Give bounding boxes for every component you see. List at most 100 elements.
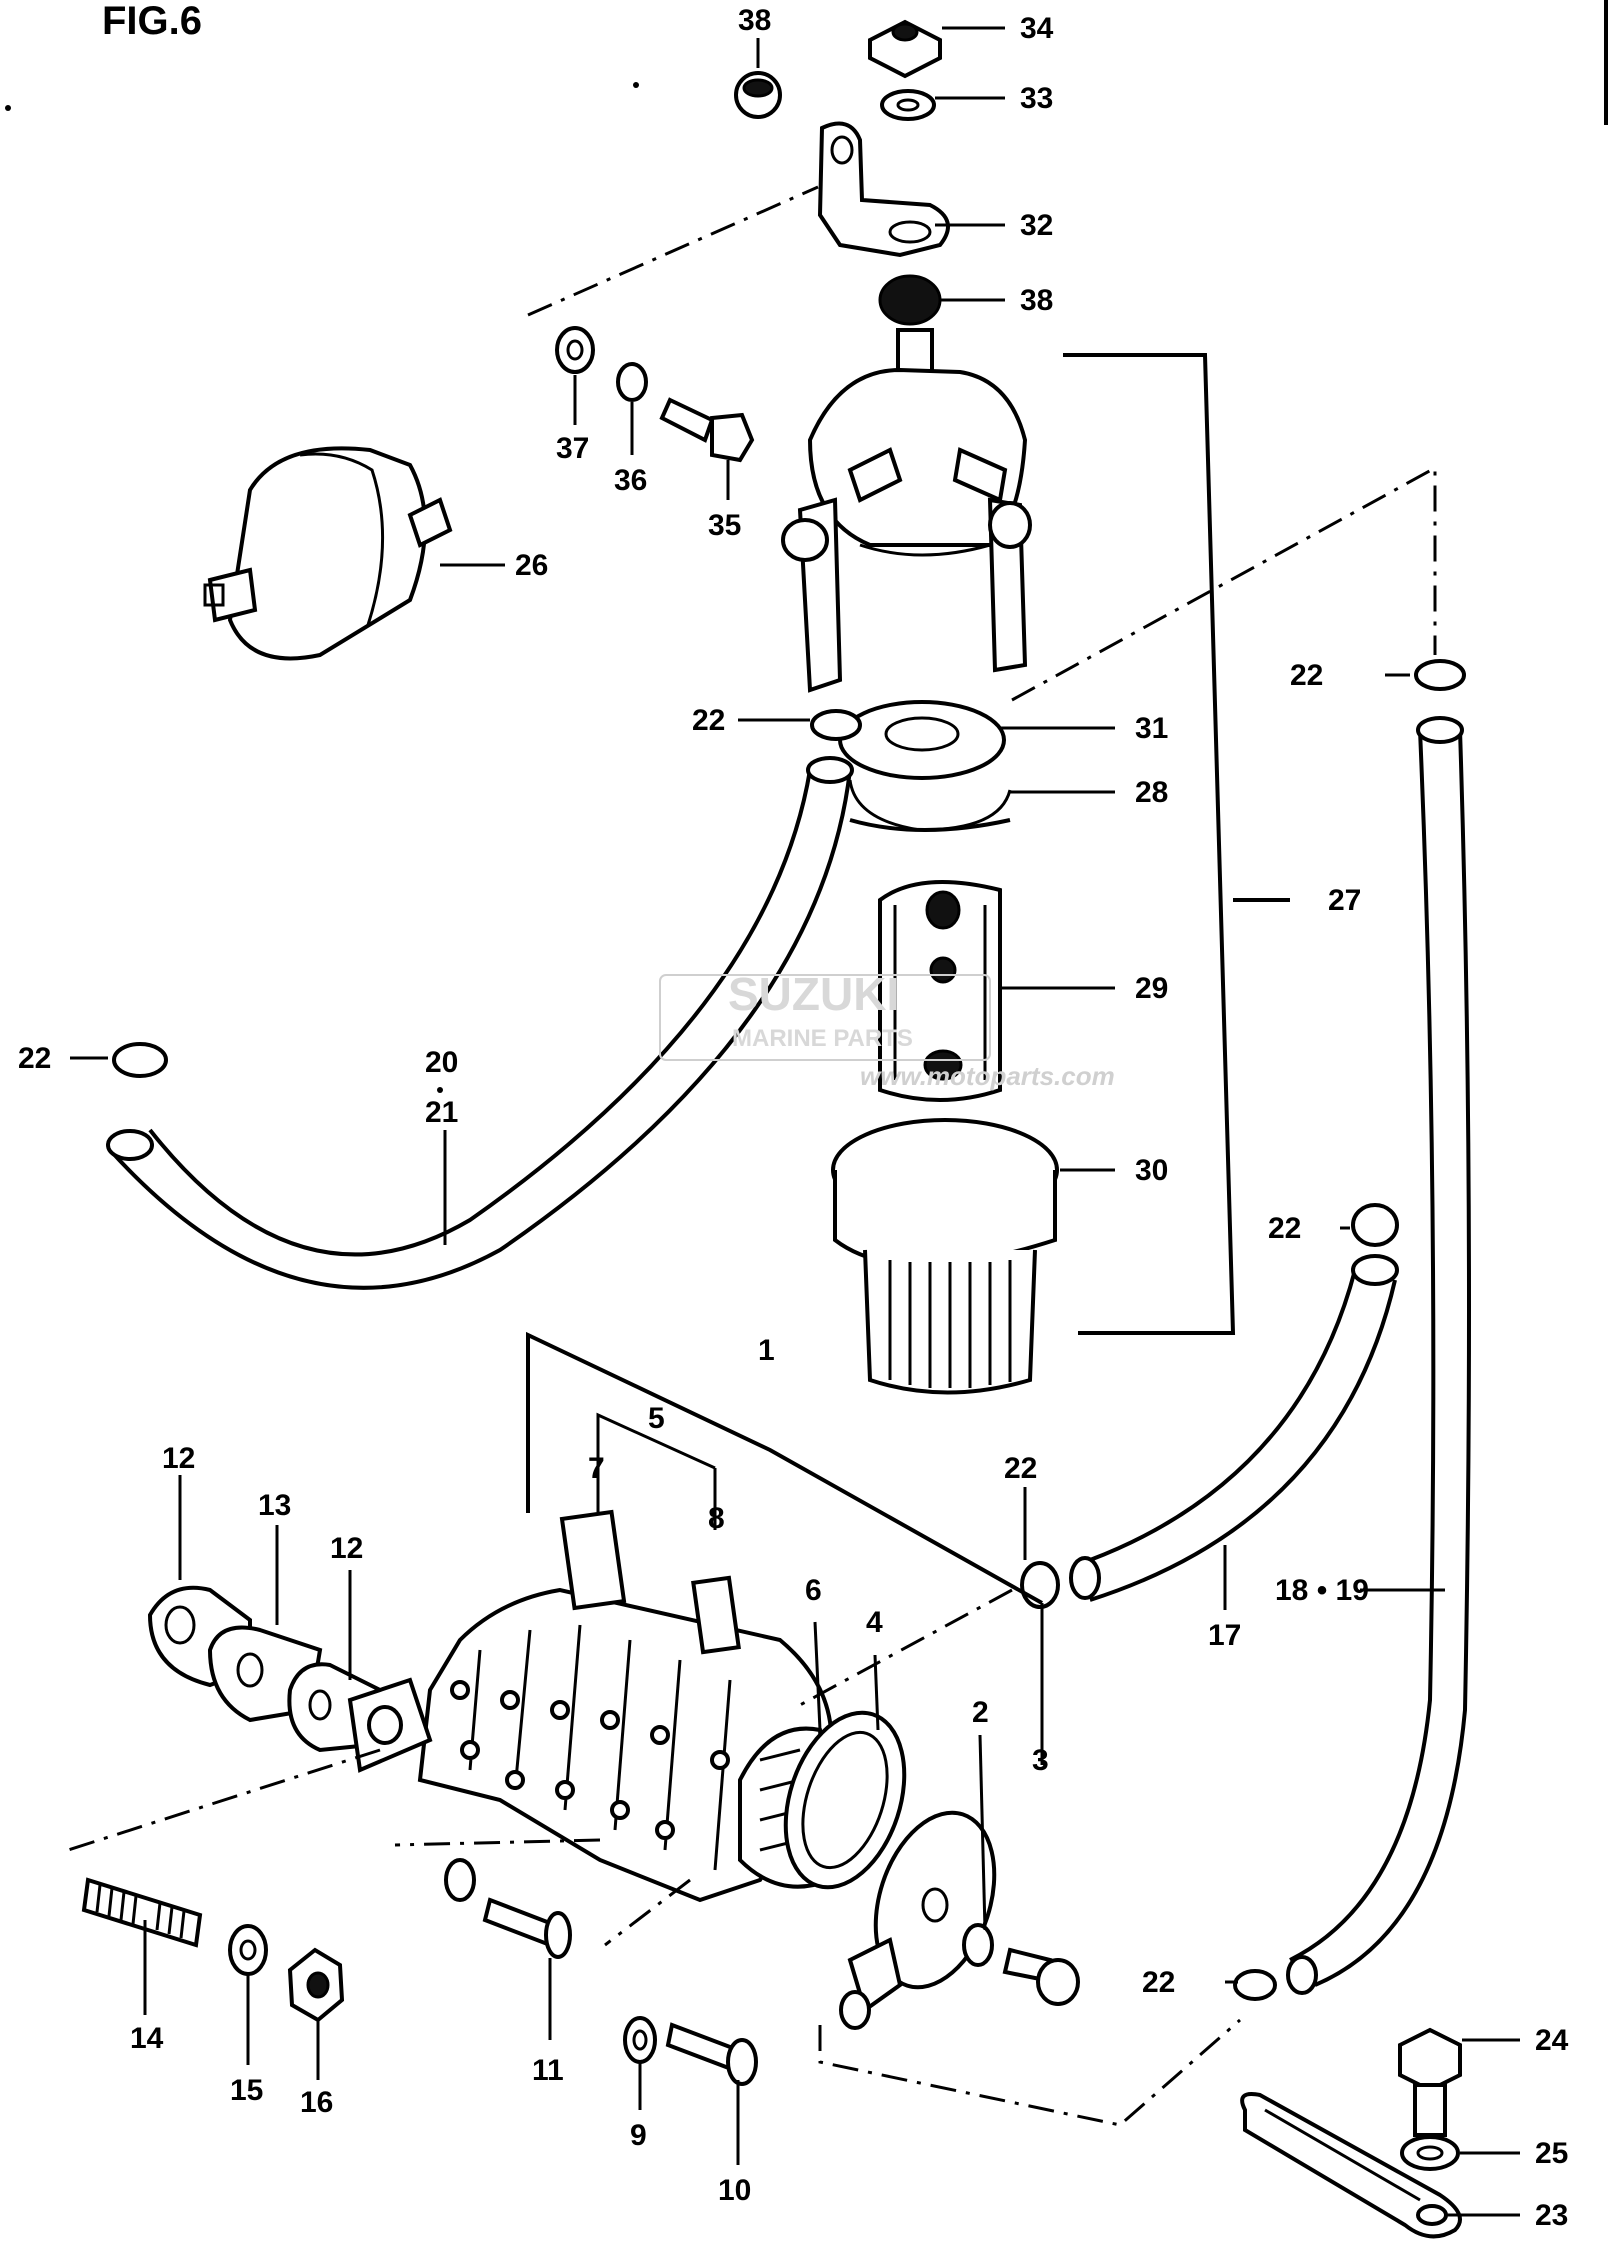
part-38-cap-lower [878, 274, 942, 326]
part-15-washer [228, 1924, 268, 1976]
part-38-cap-top [734, 71, 782, 119]
label-14: 14 [130, 2022, 164, 2055]
label-25: 25 [1535, 2137, 1568, 2170]
watermark-url: www.motoparts.com [860, 1061, 1115, 1091]
dash-pump-clamp [799, 1588, 1013, 1707]
label-34: 34 [1020, 12, 1054, 45]
part-28-o-ring [848, 779, 1012, 832]
part-36-lock-washer [616, 362, 648, 402]
part-24-bolt [1398, 2027, 1462, 2137]
part-35-bolt [659, 397, 755, 463]
part-2-washer [962, 1923, 994, 1967]
label-38-lower: 38 [1020, 284, 1053, 317]
label-24: 24 [1535, 2024, 1569, 2057]
label-17: 17 [1208, 1619, 1241, 1652]
label-38-top: 38 [738, 4, 771, 37]
part-34-nut [868, 19, 942, 79]
part-9-washer [623, 2016, 657, 2064]
label-22-f: 22 [1142, 1966, 1175, 1999]
stray-dot [5, 105, 11, 111]
label-21: 21 [425, 1096, 458, 1129]
label-27: 27 [1328, 884, 1361, 917]
part-30-filter-bowl [831, 1118, 1059, 1395]
part-16-nut [287, 1947, 345, 2023]
bracket-1 [526, 1331, 1043, 1605]
callout-labels: 38 34 33 32 38 37 36 35 26 22 31 28 22 2… [18, 4, 1569, 2232]
label-29: 29 [1135, 972, 1168, 1005]
label-32: 32 [1020, 209, 1053, 242]
label-4: 4 [866, 1606, 883, 1639]
clamp-22-b [1414, 659, 1466, 691]
part-33-lock-washer [880, 89, 936, 121]
leader-lines [70, 26, 1520, 2217]
label-22-a: 22 [692, 704, 725, 737]
label-26: 26 [515, 549, 548, 582]
watermark-sub: MARINE PARTS [732, 1025, 913, 1052]
label-1: 1 [758, 1334, 775, 1367]
dash-pump-screw-11 [394, 1838, 601, 1847]
dash-line-bracket [527, 185, 819, 317]
label-31: 31 [1135, 712, 1168, 745]
label-23: 23 [1535, 2199, 1568, 2232]
hose-18-19 [1286, 716, 1471, 1995]
hose-20-21 [106, 756, 854, 1290]
label-13: 13 [258, 1489, 291, 1522]
part-37-washer [555, 326, 595, 374]
dash-pump-stud [61, 1748, 381, 1854]
part-11-screw-washer [444, 1858, 476, 1902]
clamp-22-c [112, 1042, 168, 1078]
label-10: 10 [718, 2174, 751, 2207]
part-4-gasket [783, 1710, 907, 1890]
label-18-19: 18 • 19 [1275, 1574, 1369, 1607]
fuel-pump-assembly [417, 1509, 834, 1903]
label-22-d: 22 [1268, 1212, 1301, 1245]
figure-title: FIG.6 [102, 0, 202, 43]
dash-pump-strap [818, 2018, 1241, 2127]
bracket-27 [1063, 353, 1236, 1335]
label-22-b: 22 [1290, 659, 1323, 692]
stray-dot [437, 1087, 443, 1093]
watermark-brand: SUZUKI [728, 968, 899, 1020]
part-3-screw [1002, 1947, 1080, 2006]
part-32-bracket [817, 121, 950, 258]
stray-dot [633, 82, 639, 88]
clamp-22-d [1351, 1203, 1399, 1247]
label-7: 7 [588, 1452, 605, 1485]
part-10-screw [665, 2022, 758, 2086]
label-3: 3 [1032, 1744, 1049, 1777]
label-2: 2 [972, 1696, 989, 1729]
label-28: 28 [1135, 776, 1168, 809]
label-11: 11 [532, 2054, 564, 2087]
label-15: 15 [230, 2074, 263, 2107]
label-12-b: 12 [330, 1532, 363, 1565]
part-29-filter-element [878, 880, 1002, 1102]
dash-line-filter-right [1011, 465, 1437, 702]
part-31-filter-seal [838, 700, 1006, 780]
part-11-screw [482, 1897, 572, 1959]
label-35: 35 [708, 509, 741, 542]
label-5: 5 [648, 1402, 665, 1435]
label-16: 16 [300, 2086, 333, 2119]
watermark: SUZUKI MARINE PARTS www.motoparts.com [659, 968, 1115, 1091]
label-6: 6 [805, 1574, 822, 1607]
label-30: 30 [1135, 1154, 1168, 1187]
clamp-22-a [810, 709, 862, 741]
pump-inlet-boss [347, 1677, 433, 1773]
label-8: 8 [708, 1502, 725, 1535]
label-20: 20 [425, 1046, 458, 1079]
label-9: 9 [630, 2119, 647, 2152]
label-22-c: 22 [18, 1042, 51, 1075]
part-26-inline-filter [203, 446, 453, 661]
dash-pump-screw-10 [604, 1878, 691, 1947]
hose-17 [1069, 1254, 1399, 1602]
label-12-a: 12 [162, 1442, 195, 1475]
label-37: 37 [556, 432, 589, 465]
part-14-stud [81, 1877, 203, 1948]
part-27-filter-head [781, 328, 1032, 693]
label-36: 36 [614, 464, 647, 497]
part-25-washer [1400, 2135, 1460, 2171]
bracket-5 [596, 1412, 716, 1512]
label-22-e: 22 [1004, 1452, 1037, 1485]
clamp-22-f [1233, 1969, 1277, 2001]
